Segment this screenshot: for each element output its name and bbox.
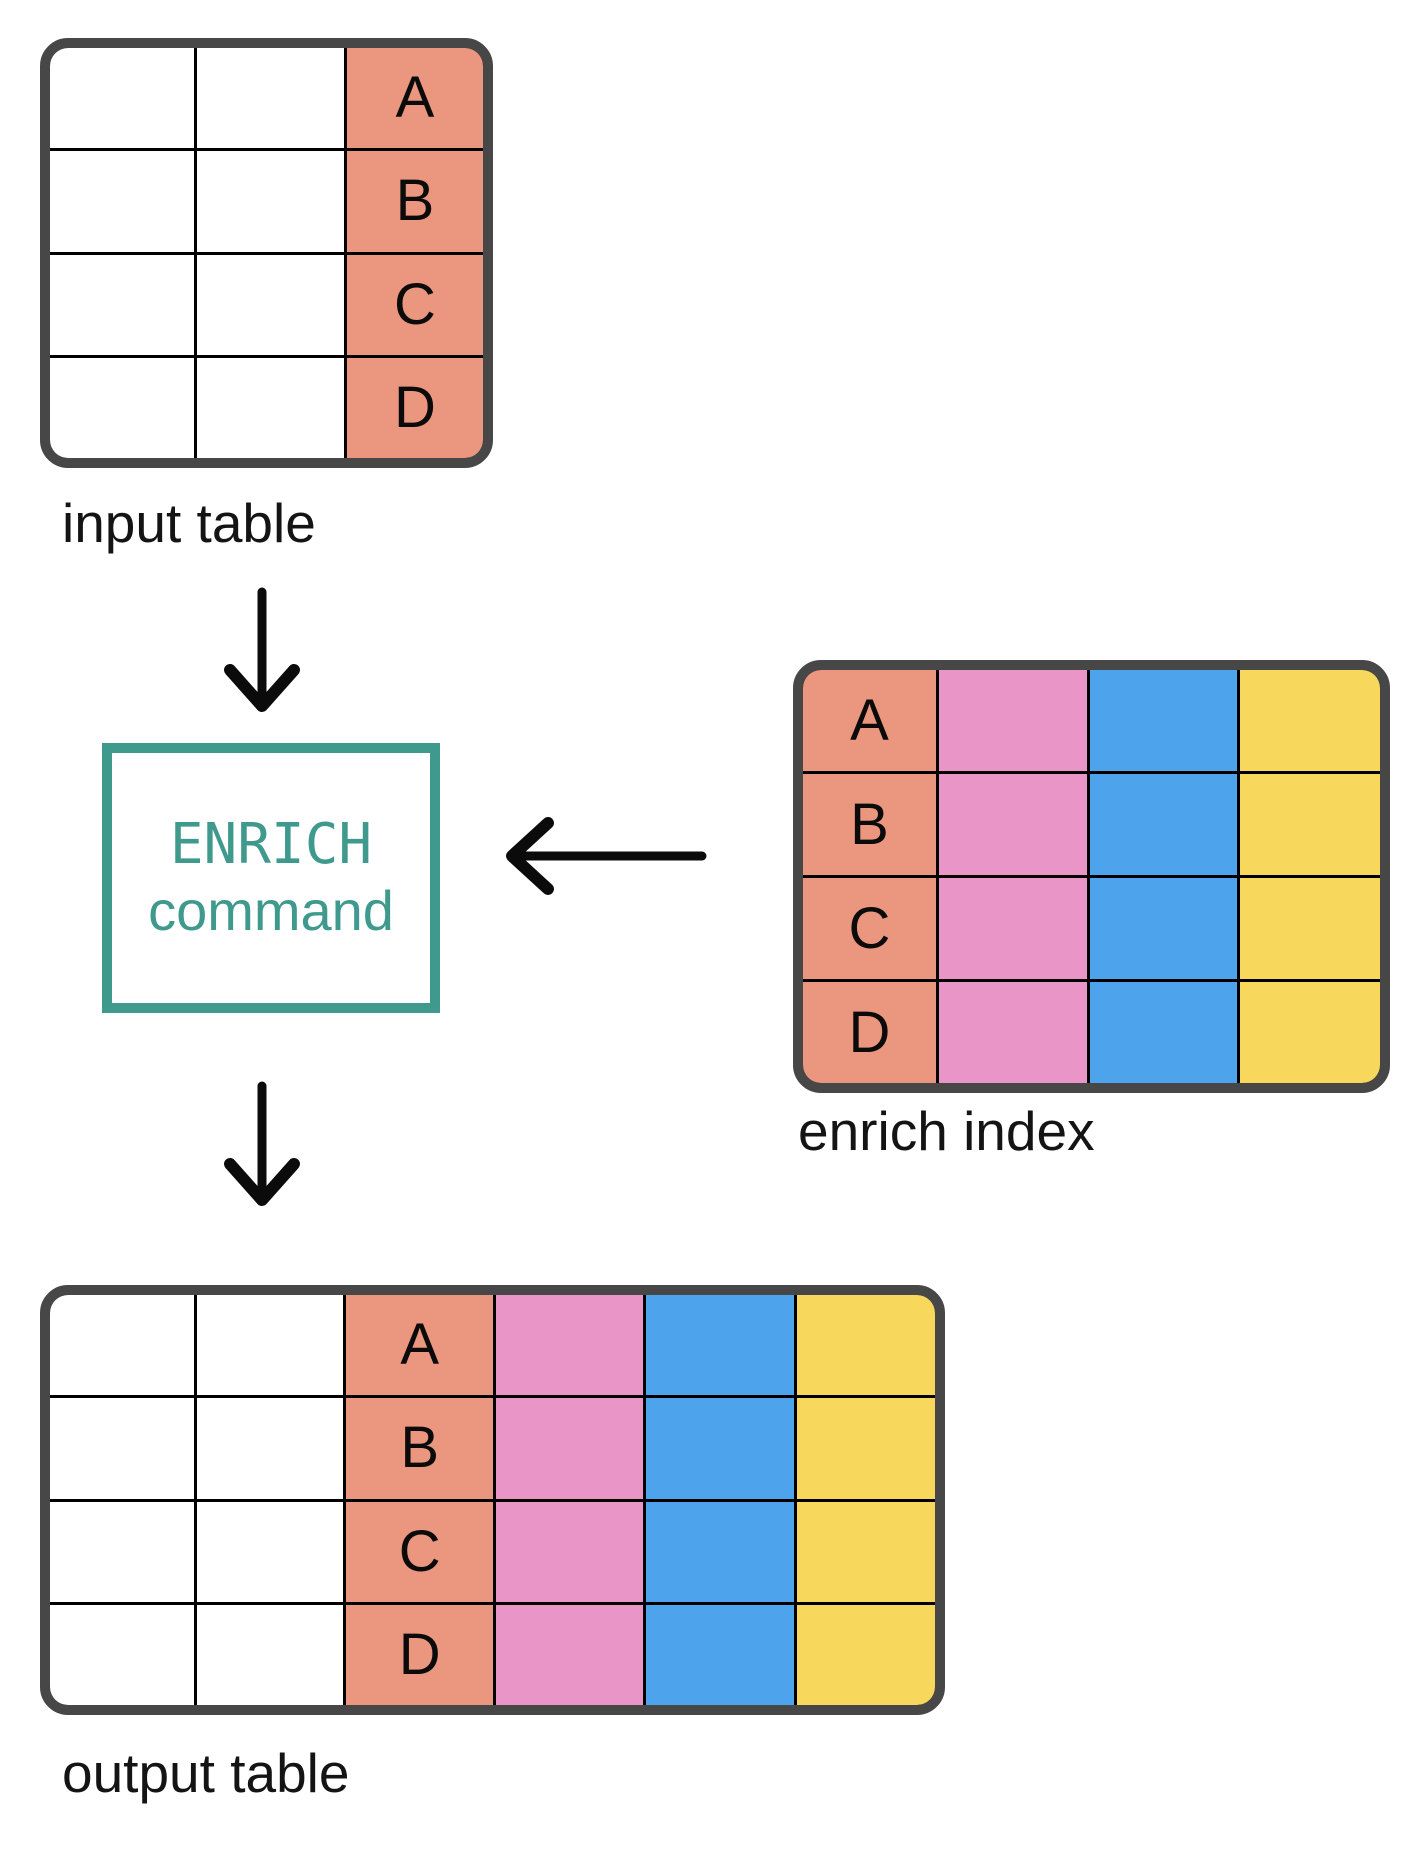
table-cell <box>50 1295 194 1396</box>
enrich-keyword: ENRICH <box>169 812 373 877</box>
table-cell <box>797 1604 935 1705</box>
table-cell <box>645 1604 795 1705</box>
table-cell <box>1240 878 1380 979</box>
table-cell <box>1089 774 1238 875</box>
table-cell <box>938 670 1087 771</box>
input-table-label: input table <box>62 492 316 554</box>
key-cell: D <box>803 982 936 1083</box>
table-cell <box>645 1501 795 1602</box>
table-cell <box>50 1501 194 1602</box>
table-cell <box>196 1501 343 1602</box>
table-cell <box>196 357 344 458</box>
table-cell <box>50 1398 194 1499</box>
table-cell <box>1089 982 1238 1083</box>
key-cell: D <box>346 1604 494 1705</box>
table-cell <box>196 254 344 355</box>
table-cell <box>50 357 194 458</box>
table-cell <box>50 151 194 252</box>
table-cell <box>645 1295 795 1396</box>
key-cell: A <box>803 670 936 771</box>
table-cell <box>1089 670 1238 771</box>
table-cell <box>938 878 1087 979</box>
table-cell <box>50 254 194 355</box>
output-table-label: output table <box>62 1742 350 1804</box>
table-cell <box>645 1398 795 1499</box>
table-cell <box>196 1398 343 1499</box>
table-cell <box>496 1295 643 1396</box>
table-cell <box>496 1501 643 1602</box>
table-cell <box>196 1604 343 1705</box>
key-cell: C <box>346 254 483 355</box>
table-cell <box>797 1501 935 1602</box>
table-cell <box>797 1295 935 1396</box>
table-cell <box>196 1295 343 1396</box>
enrich-command-box: ENRICH command <box>102 743 440 1013</box>
arrow-left-icon <box>502 816 707 896</box>
key-cell: D <box>346 357 483 458</box>
table-cell <box>496 1604 643 1705</box>
output-table: A B C D <box>40 1285 945 1715</box>
table-cell <box>938 774 1087 875</box>
table-cell <box>797 1398 935 1499</box>
arrow-down-icon <box>220 1080 305 1210</box>
key-cell: B <box>803 774 936 875</box>
enrich-command-word: command <box>148 879 394 942</box>
table-cell <box>1240 670 1380 771</box>
table-cell <box>50 48 194 149</box>
table-cell <box>938 982 1087 1083</box>
table-cell <box>1240 774 1380 875</box>
key-cell: B <box>346 1398 494 1499</box>
table-cell <box>1089 878 1238 979</box>
key-cell: A <box>346 48 483 149</box>
table-cell <box>496 1398 643 1499</box>
key-cell: B <box>346 151 483 252</box>
table-cell <box>196 151 344 252</box>
input-table: A B C D <box>40 38 493 468</box>
table-cell <box>50 1604 194 1705</box>
table-cell <box>196 48 344 149</box>
key-cell: C <box>346 1501 494 1602</box>
arrow-down-icon <box>220 586 305 716</box>
enrich-index-label: enrich index <box>798 1100 1095 1162</box>
table-cell <box>1240 982 1380 1083</box>
key-cell: A <box>346 1295 494 1396</box>
enrich-index-table: A B C D <box>793 660 1390 1093</box>
key-cell: C <box>803 878 936 979</box>
